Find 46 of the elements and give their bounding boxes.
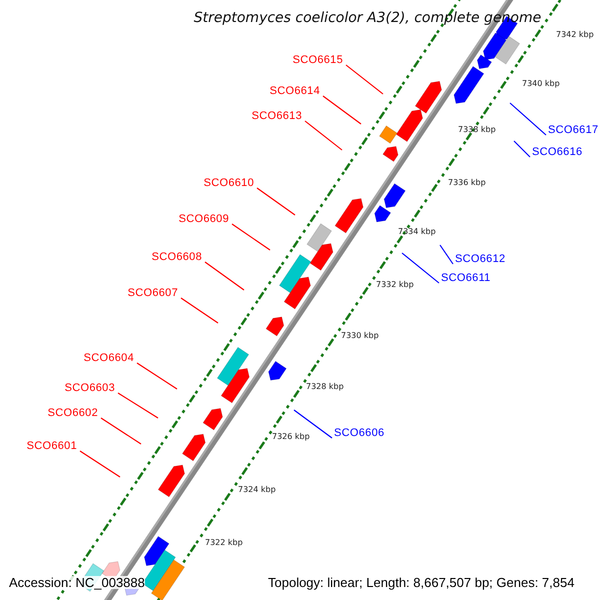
leader-line bbox=[402, 252, 440, 284]
scale-label: 7336 kbp bbox=[448, 179, 486, 187]
leader-line bbox=[136, 362, 178, 390]
gene-label: SCO6610 bbox=[204, 178, 254, 189]
footer-text: Topology: linear; Length: 8,667,507 bp; Genes: 7,854 bbox=[268, 576, 574, 589]
gene-label: SCO6617 bbox=[548, 125, 598, 136]
scale-label: 7334 kbp bbox=[398, 228, 436, 236]
gene-label: SCO6612 bbox=[455, 254, 506, 265]
leader-line bbox=[514, 140, 530, 158]
scale-label: 7326 kbp bbox=[272, 433, 310, 441]
scale-label: 7340 kbp bbox=[522, 80, 560, 88]
gene-label: SCO6604 bbox=[84, 353, 134, 364]
leader-line bbox=[440, 244, 454, 264]
gene-label: SCO6616 bbox=[532, 147, 582, 158]
leader-line bbox=[304, 120, 342, 150]
scale-label: 7342 kbp bbox=[556, 31, 594, 39]
leader-line bbox=[322, 96, 362, 124]
gene-label: SCO6611 bbox=[441, 273, 491, 284]
gene-label: SCO6608 bbox=[152, 252, 202, 263]
scale-label: 7330 kbp bbox=[341, 332, 379, 340]
leader-line bbox=[180, 298, 218, 324]
gene-label: SCO6603 bbox=[64, 383, 115, 394]
leader-line bbox=[510, 102, 546, 136]
leader-line bbox=[100, 418, 142, 444]
scale-label: 7332 kbp bbox=[376, 281, 414, 289]
gene-label: SCO6606 bbox=[334, 428, 384, 439]
scale-label: 7328 kbp bbox=[306, 383, 344, 391]
gene-label: SCO6602 bbox=[48, 408, 98, 419]
gene-label: SCO6615 bbox=[292, 55, 343, 66]
leader-line bbox=[346, 64, 384, 94]
gene-label: SCO6614 bbox=[270, 86, 320, 97]
leader-line bbox=[294, 410, 332, 438]
leader-line bbox=[256, 188, 296, 216]
gene-label: SCO6613 bbox=[252, 111, 302, 122]
footer-text: Accession: NC_003888 bbox=[9, 576, 145, 589]
scale-label: 7322 kbp bbox=[205, 539, 243, 547]
gene-label: SCO6607 bbox=[128, 288, 178, 299]
scale-label: 7338 kbp bbox=[458, 126, 496, 134]
gene-label: SCO6609 bbox=[178, 214, 229, 225]
leader-line bbox=[232, 224, 270, 250]
gene-label: SCO6601 bbox=[26, 441, 77, 452]
leader-line bbox=[80, 450, 120, 478]
scale-label: 7324 kbp bbox=[238, 486, 276, 494]
leader-line bbox=[204, 262, 244, 290]
map-title: Streptomyces coelicolor A3(2), complete genome bbox=[192, 11, 542, 25]
leader-line bbox=[118, 392, 158, 418]
